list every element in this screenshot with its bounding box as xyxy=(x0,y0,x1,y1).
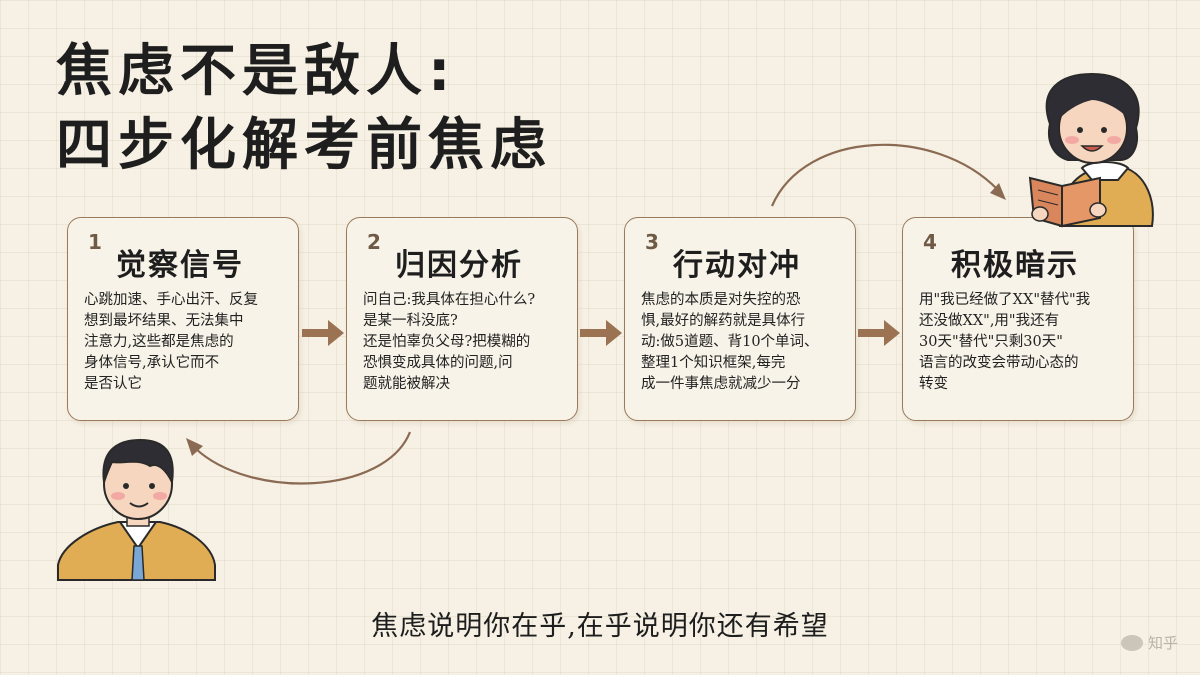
step-body-line: 还是怕辜负父母?把模糊的 xyxy=(363,334,531,350)
watermark-text: 知乎 xyxy=(1147,634,1178,652)
step-body: 用"我已经做了XX"替代"我 还没做XX",用"我还有 30天"替代"只剩30天… xyxy=(919,290,1125,395)
step-number: 4 xyxy=(923,230,937,254)
step-body-line: 是否认它 xyxy=(84,376,142,392)
step-body-line: 注意力,这些都是焦虑的 xyxy=(84,334,234,350)
step-body-line: 题就能被解决 xyxy=(363,376,450,392)
right-arrow-icon xyxy=(580,320,622,346)
zhihu-logo-icon xyxy=(1120,634,1143,651)
step-card-1: 1 觉察信号 心跳加速、手心出汗、反复 想到最坏结果、无法集中 注意力,这些都是… xyxy=(67,217,299,421)
step-body-line: 转变 xyxy=(919,376,948,392)
step-body-line: 惧,最好的解药就是具体行 xyxy=(641,313,806,329)
step-card-3: 3 行动对冲 焦虑的本质是对失控的恐 惧,最好的解药就是具体行 动:做5道题、背… xyxy=(624,217,856,421)
step-body-line: 心跳加速、手心出汗、反复 xyxy=(84,292,258,308)
curved-arrow-icon xyxy=(186,431,412,485)
boy-illustration xyxy=(57,438,216,581)
girl-reading-illustration xyxy=(1028,72,1154,228)
step-heading: 觉察信号 xyxy=(116,248,244,283)
curved-arrow-icon xyxy=(770,143,1006,207)
step-number: 1 xyxy=(88,230,102,254)
step-body-line: 恐惧变成具体的问题,问 xyxy=(363,355,513,371)
watermark: 知乎 xyxy=(1120,632,1178,653)
step-body-line: 成一件事焦虑就减少一分 xyxy=(641,376,801,392)
step-number: 2 xyxy=(367,230,381,254)
footer-slogan: 焦虑说明你在乎,在乎说明你还有希望 xyxy=(371,611,829,642)
step-body-line: 焦虑的本质是对失控的恐 xyxy=(641,292,801,308)
step-body-line: 语言的改变会带动心态的 xyxy=(919,355,1079,371)
step-body-line: 用"我已经做了XX"替代"我 xyxy=(919,292,1091,308)
right-arrow-icon xyxy=(858,320,900,346)
page-title-line1: 焦虑不是敌人: xyxy=(56,39,457,104)
step-body: 心跳加速、手心出汗、反复 想到最坏结果、无法集中 注意力,这些都是焦虑的 身体信… xyxy=(84,290,290,395)
step-body-line: 是某一科没底? xyxy=(363,313,458,329)
step-heading: 积极暗示 xyxy=(951,248,1079,283)
page-title-line2: 四步化解考前焦虑 xyxy=(56,113,552,178)
step-body-line: 想到最坏结果、无法集中 xyxy=(84,313,244,329)
step-number: 3 xyxy=(645,230,659,254)
right-arrow-icon xyxy=(302,320,344,346)
step-body-line: 动:做5道题、背10个单词、 xyxy=(641,334,819,350)
step-body-line: 还没做XX",用"我还有 xyxy=(919,313,1060,329)
step-heading: 行动对冲 xyxy=(673,248,801,283)
step-body-line: 整理1个知识框架,每完 xyxy=(641,355,786,371)
step-body-line: 身体信号,承认它而不 xyxy=(84,355,220,371)
step-card-4: 4 积极暗示 用"我已经做了XX"替代"我 还没做XX",用"我还有 30天"替… xyxy=(902,217,1134,421)
step-body-line: 30天"替代"只剩30天" xyxy=(919,334,1063,350)
step-body: 焦虑的本质是对失控的恐 惧,最好的解药就是具体行 动:做5道题、背10个单词、 … xyxy=(641,290,847,395)
step-heading: 归因分析 xyxy=(395,248,523,283)
step-body: 问自己:我具体在担心什么? 是某一科没底? 还是怕辜负父母?把模糊的 恐惧变成具… xyxy=(363,290,569,395)
step-body-line: 问自己:我具体在担心什么? xyxy=(363,292,536,308)
step-card-2: 2 归因分析 问自己:我具体在担心什么? 是某一科没底? 还是怕辜负父母?把模糊… xyxy=(346,217,578,421)
